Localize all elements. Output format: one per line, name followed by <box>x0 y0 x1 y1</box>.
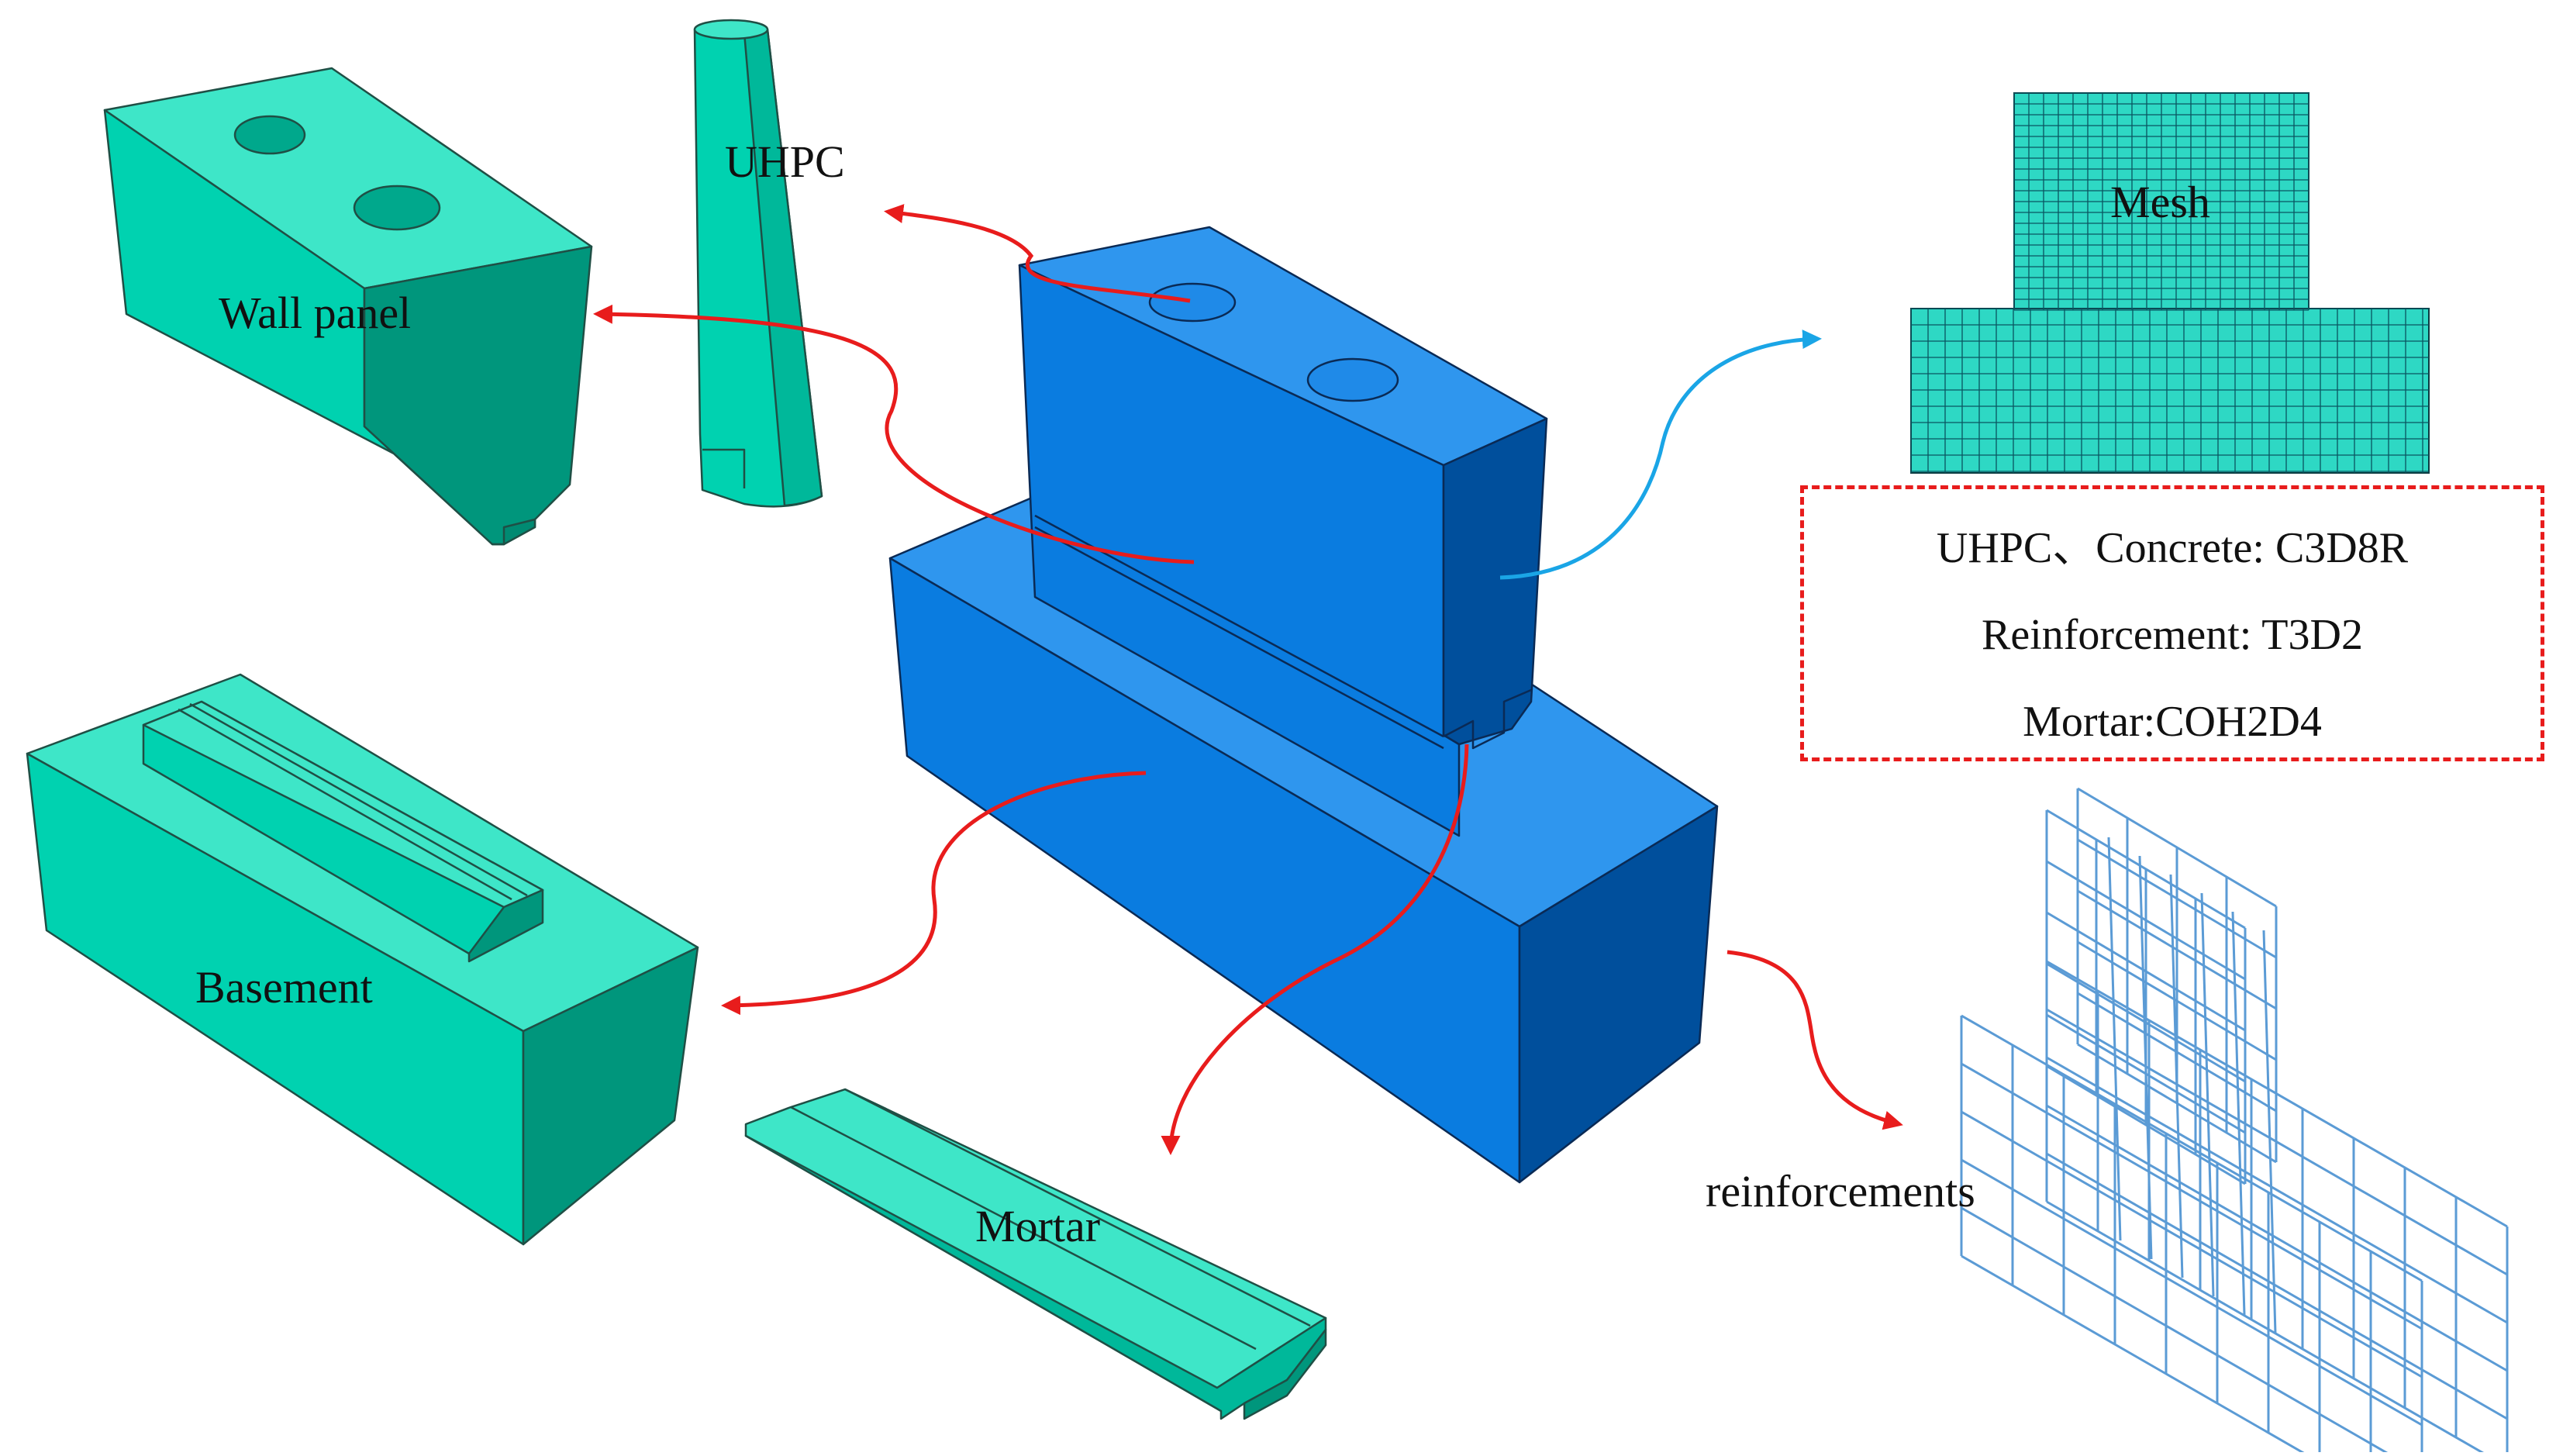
arrow-to-reinforcements <box>1726 950 1903 1130</box>
rebar-segment <box>2046 1104 2508 1372</box>
reinforcements-label: reinforcements <box>1706 1166 1975 1216</box>
mesh-view <box>1910 92 2430 474</box>
arrow-to-basement <box>721 771 1147 1016</box>
rebar-segment <box>2046 1056 2508 1324</box>
rebar-segment <box>1961 1062 2423 1330</box>
element-info-line-1: UHPC、Concrete: C3D8R <box>1936 524 2409 572</box>
assembly-model <box>888 226 1719 1184</box>
arrow-to-wall-panel <box>593 304 1195 564</box>
basement-part <box>26 673 699 1246</box>
arrow-to-mesh <box>1499 329 1822 580</box>
rebar-segment <box>2262 930 2277 1334</box>
rebar-segment <box>2138 855 2153 1260</box>
wall-panel-label: Wall panel <box>219 288 412 338</box>
arrow-to-uhpc <box>884 204 1191 303</box>
mesh-label: Mesh <box>2110 177 2210 227</box>
rebar-segment <box>1961 1110 2423 1378</box>
rebar-segment <box>2077 838 2277 959</box>
arrow-to-mortar <box>1161 744 1469 1155</box>
uhpc-label: UHPC <box>725 136 845 187</box>
rebar-segment <box>1961 1014 2423 1282</box>
rebar-segment <box>2046 809 2246 930</box>
rebar-segment <box>2077 787 2277 908</box>
basement-label: Basement <box>195 962 373 1013</box>
element-type-box: UHPC、Concrete: C3D8R Reinforcement: T3D2… <box>1800 485 2544 761</box>
mortar-part <box>744 1088 1327 1420</box>
element-info-line-3: Mortar:COH2D4 <box>2023 698 2322 746</box>
rebar-segment <box>2046 1064 2246 1185</box>
rebar-segment <box>2169 874 2184 1278</box>
uhpc-cylinder-part <box>693 19 823 508</box>
rebar-segment <box>2046 960 2508 1228</box>
mortar-label: Mortar <box>975 1201 1101 1251</box>
rebar-segment <box>2046 860 2246 981</box>
rebar-segment <box>2046 1200 2491 1456</box>
rebar-segment <box>1961 1158 2423 1427</box>
rebar-segment <box>2046 962 2246 1083</box>
reinforcement-cage <box>1960 787 2509 1456</box>
rebar-segment <box>2231 911 2246 1316</box>
rebar-segment <box>2200 892 2215 1297</box>
rebar-segment <box>1961 1206 2395 1456</box>
wall-panel-part <box>103 67 593 546</box>
rebar-segment <box>2077 940 2277 1061</box>
element-info-line-2: Reinforcement: T3D2 <box>1982 611 2363 659</box>
rebar-segment <box>2046 911 2246 1032</box>
rebar-segment <box>1961 1254 2312 1456</box>
rebar-segment <box>2046 1152 2508 1420</box>
arrows <box>593 204 1903 1155</box>
rebar-segment <box>2107 837 2122 1241</box>
rebar-segment <box>2046 1008 2508 1276</box>
